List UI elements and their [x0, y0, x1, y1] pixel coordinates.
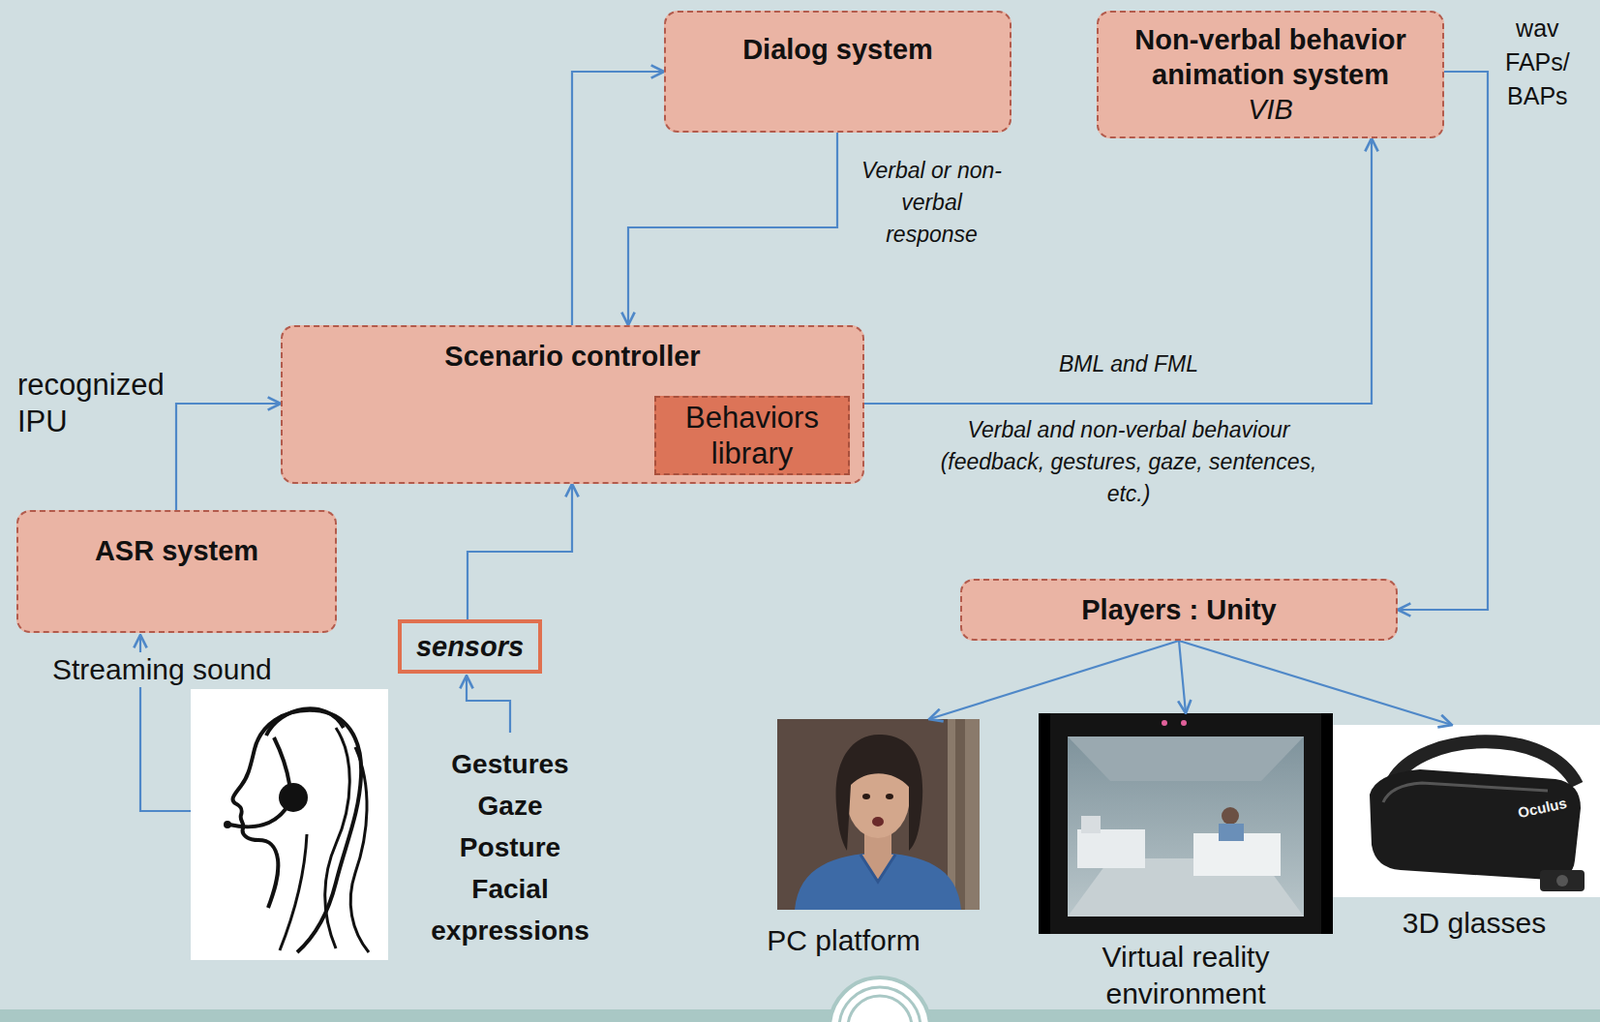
door-frame: [947, 719, 980, 910]
flow-arrow: [1397, 71, 1488, 610]
pc-platform-picture: PC platform: [777, 719, 980, 910]
tracking-camera: [1539, 870, 1585, 892]
headset-earpiece: [278, 783, 308, 813]
flow-arrow: [176, 403, 281, 511]
headset-microphone: [229, 809, 286, 827]
box-title: Non-verbal behavior animation system: [1106, 22, 1435, 92]
dialog-system-box: Dialog system: [664, 10, 1012, 133]
logo-ring: [847, 996, 912, 1022]
avatar-picture: [777, 719, 980, 910]
picture-caption: PC platform: [703, 922, 984, 960]
camera-lens: [1556, 875, 1569, 887]
animation-system-box: Non-verbal behavior animation systemVIB: [1096, 10, 1445, 139]
door-frame: [955, 719, 966, 910]
edge-label: wav FAPs/ BAPs: [1505, 11, 1570, 114]
picture-caption: 3D glasses: [1340, 905, 1600, 942]
edge-label: recognized IPU: [17, 366, 165, 441]
logo-ring: [839, 987, 921, 1022]
flow-arrow: [467, 483, 573, 620]
mouth: [872, 816, 884, 827]
vr-room-picture: [1038, 713, 1333, 935]
headset-band: [266, 708, 344, 736]
box-subtitle: VIB: [1247, 91, 1294, 127]
footer-band: [0, 1009, 1600, 1022]
picture-background: [777, 719, 980, 910]
flow-arrow: [628, 132, 838, 326]
headset-body: [1369, 769, 1581, 880]
signal-label: Streaming sound: [49, 652, 275, 688]
eye: [862, 793, 871, 800]
eye: [885, 793, 894, 800]
vr-screen: [1067, 736, 1304, 917]
picture-caption: Virtual reality environment: [1038, 938, 1333, 1013]
vr-environment-picture: Virtual reality environment: [1038, 713, 1333, 935]
ceiling-light: [1180, 720, 1187, 726]
hair-strand: [279, 834, 307, 951]
edge-label: Verbal or non-verbal response: [856, 154, 1007, 251]
ceiling-light: [1161, 720, 1168, 726]
box-title: Scenario controller: [444, 338, 700, 374]
box-title: Players : Unity: [1081, 592, 1276, 628]
flow-arrow: [1178, 640, 1186, 714]
headset-picture: [1332, 724, 1600, 898]
scrubs-collar: [860, 854, 896, 882]
sensor-input-wire: [466, 675, 511, 733]
headset-band: [273, 737, 290, 785]
patient-head: [1221, 807, 1239, 825]
product-logo-text: Oculus: [1516, 794, 1569, 822]
hospital-bed: [1077, 829, 1146, 869]
bed-pillow: [1081, 815, 1101, 834]
frame-column: [1321, 713, 1333, 935]
logo-circle: [829, 977, 931, 1022]
icon-background: [190, 689, 389, 961]
frame-column: [1038, 713, 1051, 935]
hair-strand: [325, 727, 351, 949]
box-title: ASR system: [94, 533, 259, 569]
edge-note: Verbal and non-verbal behaviour (feedbac…: [925, 414, 1332, 511]
box-title: sensors: [416, 629, 524, 665]
headset-user-icon: [190, 689, 389, 961]
flow-arrow: [1178, 640, 1452, 725]
sensors-box: sensors: [397, 619, 543, 674]
unity-player-box: Players : Unity: [960, 578, 1398, 641]
ceiling: [1067, 736, 1304, 782]
flow-arrow: [929, 640, 1179, 720]
microphone-tip: [223, 820, 232, 829]
input-list: Gestures Gaze Posture Facial expressions: [430, 743, 589, 952]
box-title: Dialog system: [742, 31, 934, 67]
picture-background: [1332, 724, 1600, 898]
flow-arrow: [572, 71, 665, 326]
picture-background: [1038, 713, 1333, 935]
hair-strand: [350, 747, 369, 953]
asr-system-box: ASR system: [16, 510, 337, 634]
scenario-controller-box: Scenario controllerBehaviors library: [280, 325, 865, 484]
hair: [836, 734, 924, 851]
edge-label: BML and FML: [967, 348, 1290, 381]
scrubs: [794, 852, 962, 910]
patient-body: [1218, 823, 1244, 842]
headset-highlight: [1383, 783, 1548, 803]
behaviors-library-box: Behaviors library: [654, 395, 850, 476]
box-title: Behaviors library: [662, 399, 843, 472]
